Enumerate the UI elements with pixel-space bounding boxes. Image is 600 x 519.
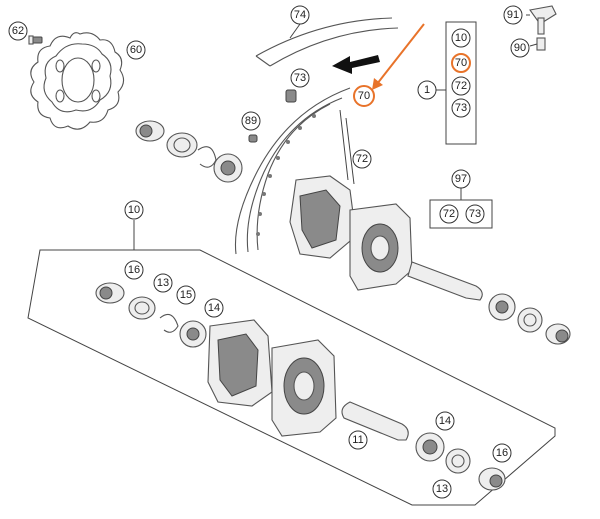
svg-text:73: 73 <box>294 72 306 84</box>
kit-box-97-item: 73 <box>465 204 485 224</box>
svg-text:13: 13 <box>157 277 169 289</box>
svg-text:14: 14 <box>439 415 451 427</box>
svg-text:16: 16 <box>496 447 508 459</box>
svg-text:13: 13 <box>436 483 448 495</box>
svg-text:89: 89 <box>245 115 257 127</box>
hub-kit-frame <box>27 220 556 506</box>
kit-box-97: 72 73 <box>429 188 493 229</box>
hub-right-parts <box>415 432 506 491</box>
svg-text:1: 1 <box>424 84 430 96</box>
hub-spacer <box>341 401 409 441</box>
wheel-rim <box>234 87 351 255</box>
svg-text:90: 90 <box>514 42 526 54</box>
svg-text:10: 10 <box>128 204 140 216</box>
rotation-arrow-icon <box>332 55 380 74</box>
kit-box-1-item: 73 <box>451 98 471 118</box>
svg-text:97: 97 <box>455 173 467 185</box>
svg-text:70: 70 <box>455 57 467 69</box>
callout-16-right: 16 <box>492 443 512 463</box>
callout-97: 97 <box>451 169 471 189</box>
callout-15: 15 <box>176 285 196 305</box>
callout-70-highlighted: 70 <box>353 85 375 107</box>
callout-16: 16 <box>124 260 144 280</box>
callout-91: 91 <box>503 5 523 25</box>
callout-60: 60 <box>126 40 146 60</box>
hub-left-parts <box>95 282 207 348</box>
kit-box-1-item-highlighted: 70 <box>451 53 471 73</box>
callout-74: 74 <box>290 5 310 25</box>
svg-text:74: 74 <box>294 9 306 21</box>
kit-box-1: 10 70 72 73 <box>436 21 477 145</box>
svg-text:72: 72 <box>443 208 455 220</box>
highlight-arrow-icon <box>372 23 425 90</box>
svg-text:73: 73 <box>469 208 481 220</box>
callout-73: 73 <box>290 68 310 88</box>
valve-tool <box>526 5 557 35</box>
svg-text:14: 14 <box>208 302 220 314</box>
small-screw <box>248 134 258 143</box>
spoke-nipple <box>285 89 297 103</box>
svg-text:72: 72 <box>455 80 467 92</box>
brake-disc <box>30 32 125 130</box>
callout-11: 11 <box>348 430 368 450</box>
valve-cap <box>529 37 546 51</box>
svg-text:60: 60 <box>130 44 142 56</box>
svg-text:73: 73 <box>455 102 467 114</box>
svg-text:11: 11 <box>352 434 363 446</box>
callout-10: 10 <box>124 200 144 220</box>
disc-screw <box>28 35 43 45</box>
rim-tape <box>255 17 399 67</box>
svg-text:15: 15 <box>180 289 192 301</box>
callout-13-right: 13 <box>432 479 452 499</box>
lower-hub <box>207 319 337 437</box>
callout-14-right: 14 <box>435 411 455 431</box>
svg-text:70: 70 <box>358 90 370 102</box>
callout-13: 13 <box>153 273 173 293</box>
right-upper-bearings <box>488 293 571 345</box>
svg-text:10: 10 <box>455 32 467 44</box>
upper-bearings <box>135 120 243 183</box>
callout-14: 14 <box>204 298 224 318</box>
callout-62: 62 <box>8 21 28 41</box>
svg-text:62: 62 <box>12 25 24 37</box>
callout-72: 72 <box>352 149 372 169</box>
svg-text:91: 91 <box>507 9 519 21</box>
svg-text:72: 72 <box>356 153 368 165</box>
svg-text:16: 16 <box>128 264 140 276</box>
kit-box-97-item: 72 <box>439 204 459 224</box>
kit-box-1-item: 10 <box>451 28 471 48</box>
upper-hub <box>289 109 483 301</box>
callout-89: 89 <box>241 111 261 131</box>
callout-1: 1 <box>417 80 437 100</box>
kit-box-1-item: 72 <box>451 76 471 96</box>
callout-90: 90 <box>510 38 530 58</box>
